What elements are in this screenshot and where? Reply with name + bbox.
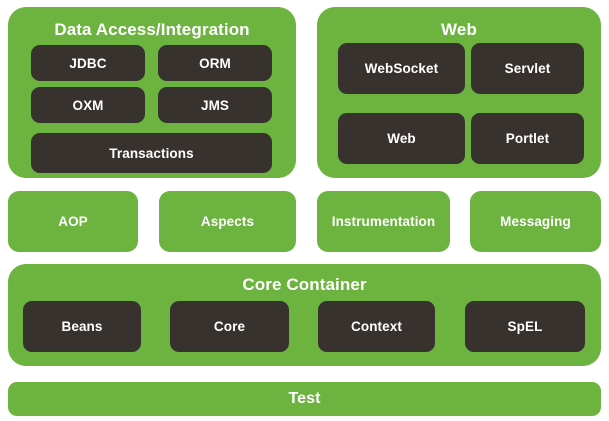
layer-title-web: Web	[441, 20, 477, 39]
layer-test[interactable]: Test	[8, 382, 601, 416]
module-instrumentation[interactable]: Instrumentation	[317, 191, 450, 252]
layer-title-data-access-integration: Data Access/Integration	[54, 20, 250, 39]
module-jdbc[interactable]: JDBC	[31, 45, 145, 81]
module-web[interactable]: Web	[338, 113, 465, 164]
module-context[interactable]: Context	[318, 301, 435, 352]
module-jms[interactable]: JMS	[158, 87, 272, 123]
layer-title-core-container: Core Container	[242, 275, 367, 294]
module-servlet[interactable]: Servlet	[471, 43, 584, 94]
module-core[interactable]: Core	[170, 301, 289, 352]
module-websocket[interactable]: WebSocket	[338, 43, 465, 94]
module-spel[interactable]: SpEL	[465, 301, 585, 352]
module-messaging[interactable]: Messaging	[470, 191, 601, 252]
module-orm[interactable]: ORM	[158, 45, 272, 81]
module-oxm[interactable]: OXM	[31, 87, 145, 123]
module-aop[interactable]: AOP	[8, 191, 138, 252]
module-aspects[interactable]: Aspects	[159, 191, 296, 252]
module-beans[interactable]: Beans	[23, 301, 141, 352]
module-transactions[interactable]: Transactions	[31, 133, 272, 173]
module-portlet[interactable]: Portlet	[471, 113, 584, 164]
